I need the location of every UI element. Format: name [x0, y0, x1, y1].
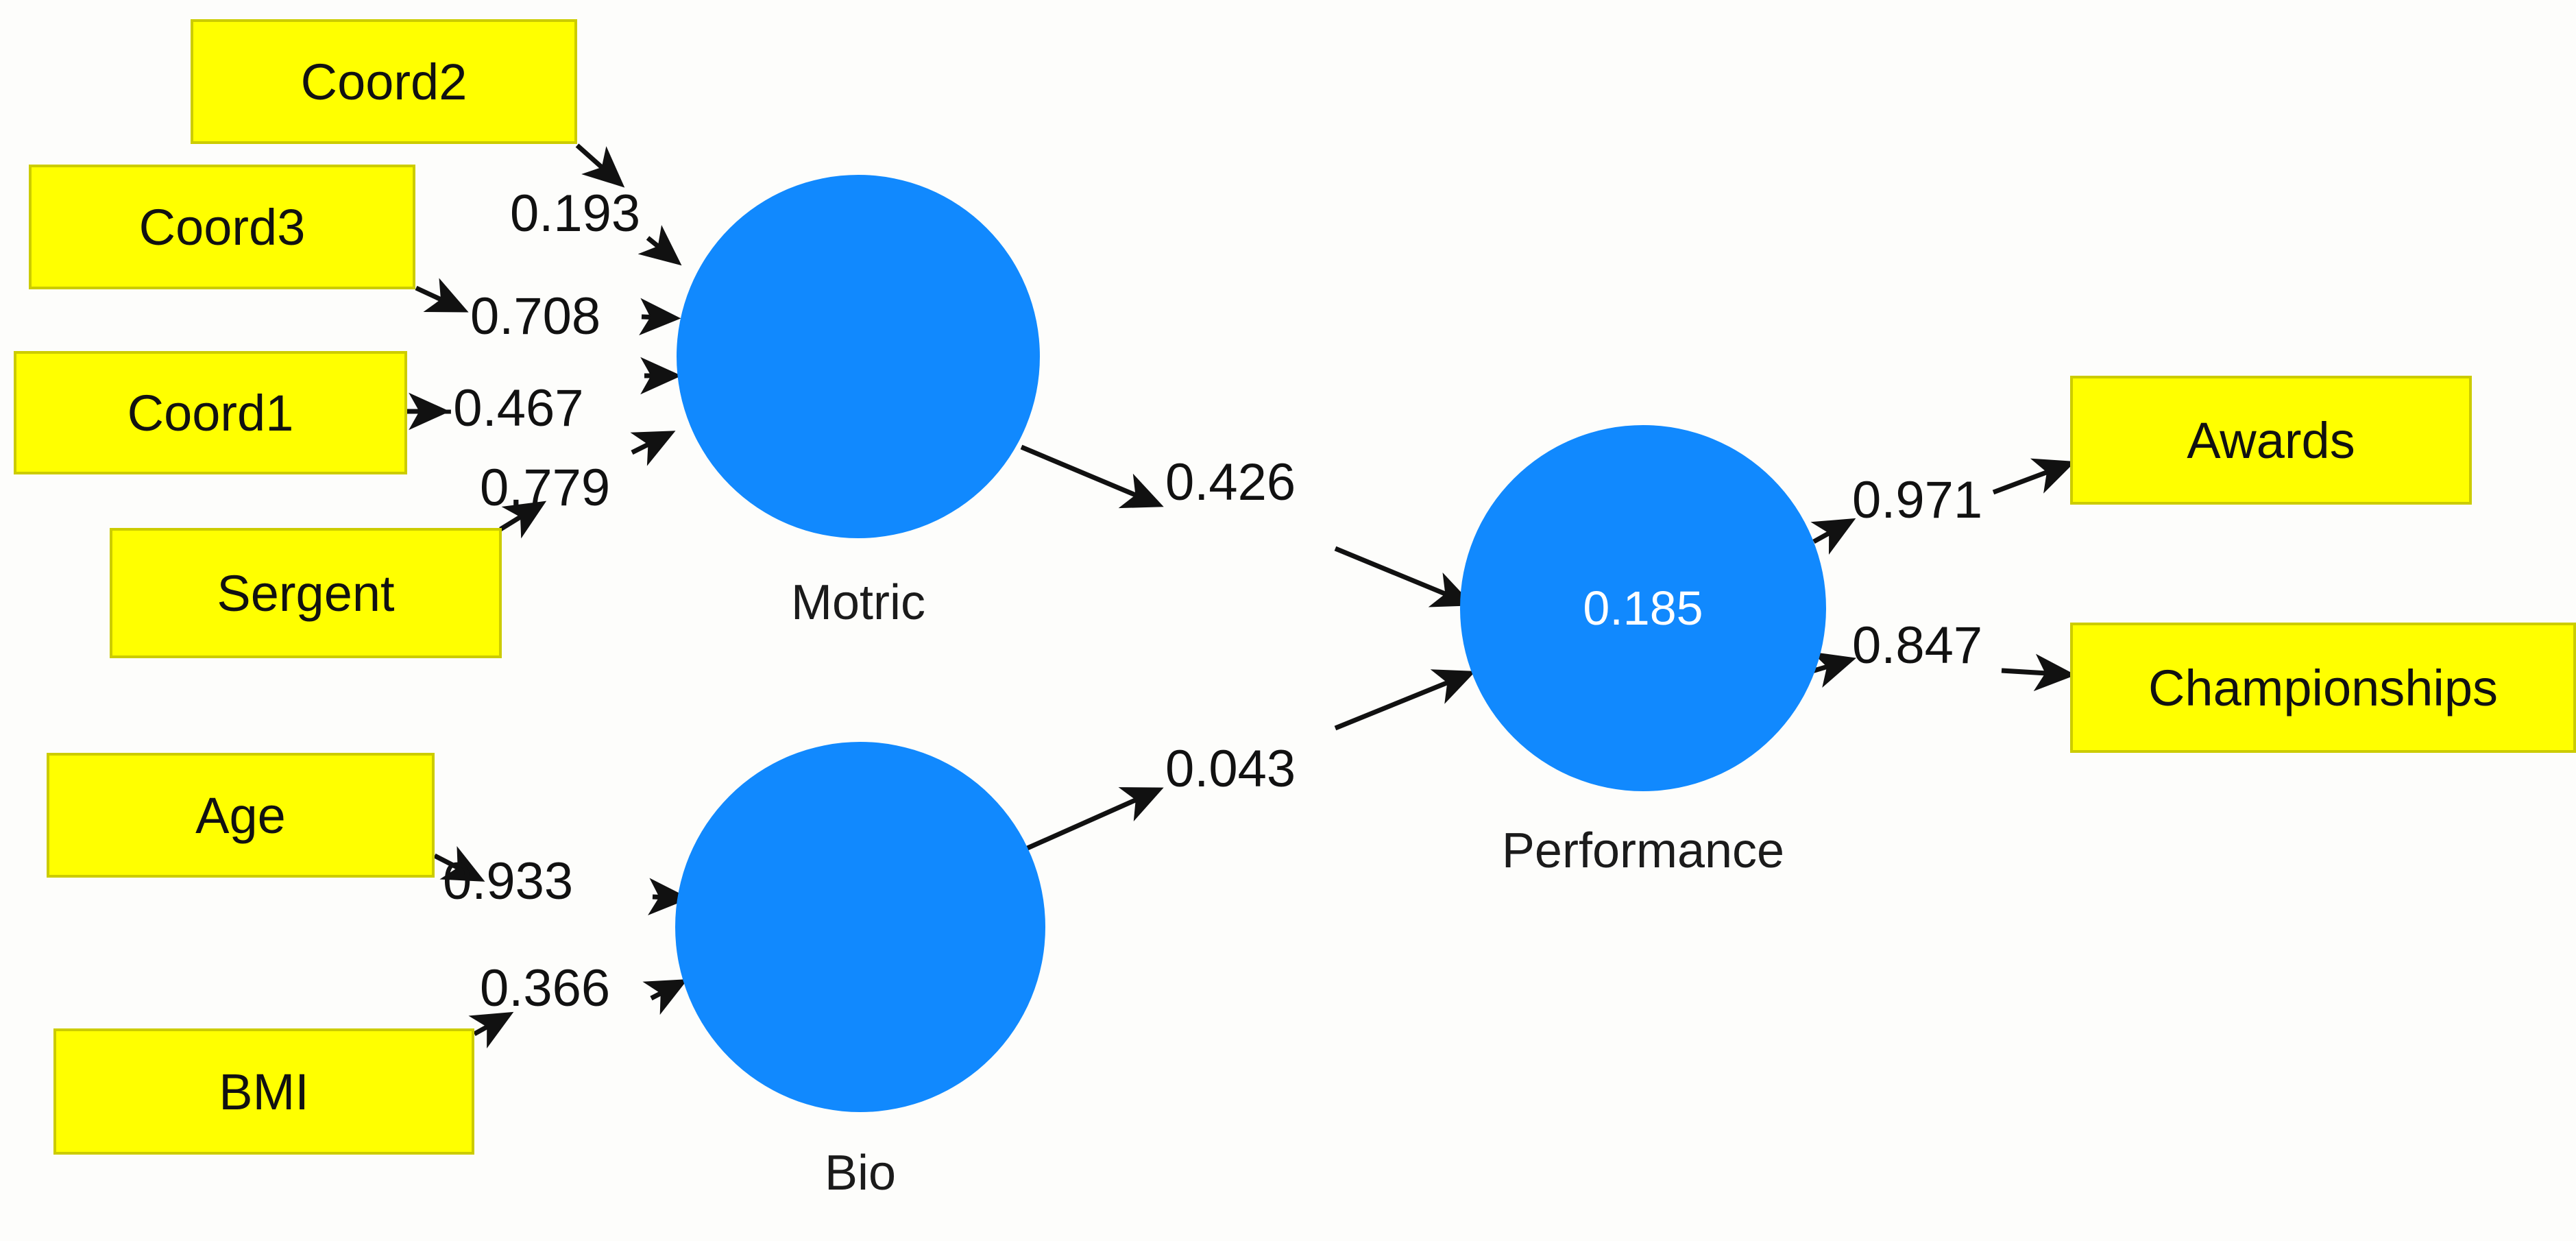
indicator-label-age: Age: [195, 786, 286, 844]
edge-age-bio: [433, 846, 485, 882]
indicator-label-sergent: Sergent: [217, 564, 395, 622]
construct-circle-performance[interactable]: 0.185: [1460, 425, 1826, 791]
indicator-box-age[interactable]: Age: [47, 753, 435, 878]
indicator-box-championships[interactable]: Championships: [2070, 623, 2576, 753]
coefficient-motric-performance: 0.426: [1165, 453, 1296, 511]
edge-coord2-motric: [575, 143, 625, 188]
edge-performance-awards-b: [1992, 458, 2076, 495]
edge-performance-awards: [1810, 518, 1856, 555]
indicator-label-awards: Awards: [2187, 411, 2355, 469]
construct-caption-bio: Bio: [824, 1146, 897, 1201]
coefficient-coord3-motric: 0.708: [470, 287, 601, 346]
indicator-label-championships: Championships: [2148, 659, 2499, 716]
edge-bmi-bio: [468, 1011, 514, 1049]
construct-caption-motric: Motric: [791, 575, 925, 630]
indicator-box-sergent[interactable]: Sergent: [110, 528, 502, 658]
edge-sergent-motric: [499, 501, 547, 539]
edge-performance-championships: [1808, 651, 1857, 688]
coefficient-coord1-motric: -0.467: [436, 379, 584, 437]
indicator-label-coord2: Coord2: [300, 53, 467, 110]
edge-motric-performance-b: [1334, 546, 1474, 607]
edge-bmi-bio-b: [642, 979, 688, 1015]
edge-motric-performance: [1020, 444, 1164, 509]
coefficient-bmi-bio: 0.366: [480, 959, 611, 1017]
edge-coord3-motric-b: [639, 298, 681, 336]
indicator-label-bmi: BMI: [219, 1063, 309, 1120]
coefficient-coord2-motric: 0.193: [510, 184, 641, 243]
edge-performance-championships-b: [2001, 653, 2076, 692]
edge-coord2-motric-b: [637, 225, 682, 266]
indicator-box-bmi[interactable]: BMI: [53, 1028, 474, 1155]
coefficient-bio-performance: 0.043: [1165, 740, 1296, 798]
coefficient-age-bio: 0.933: [443, 852, 574, 911]
coefficient-performance-awards: 0.971: [1852, 471, 1983, 529]
indicator-box-coord3[interactable]: Coord3: [29, 165, 415, 289]
construct-value-performance: 0.185: [1583, 581, 1703, 635]
indicator-label-coord3: Coord3: [138, 198, 306, 256]
coefficient-sergent-motric: 0.779: [480, 459, 611, 517]
construct-circle-motric[interactable]: [677, 175, 1040, 538]
coefficient-performance-championships: 0.847: [1852, 616, 1983, 675]
indicator-box-awards[interactable]: Awards: [2070, 376, 2472, 505]
edge-sergent-motric-b: [630, 431, 676, 466]
construct-circle-bio[interactable]: [675, 742, 1045, 1112]
edge-coord3-motric: [415, 278, 469, 313]
indicator-box-coord2[interactable]: Coord2: [191, 19, 577, 144]
construct-caption-performance: Performance: [1501, 823, 1785, 878]
edge-bio-performance-b: [1334, 669, 1476, 731]
edge-bio-performance: [1021, 787, 1164, 853]
indicator-box-coord1[interactable]: Coord1: [14, 351, 407, 474]
indicator-label-coord1: Coord1: [127, 384, 294, 442]
